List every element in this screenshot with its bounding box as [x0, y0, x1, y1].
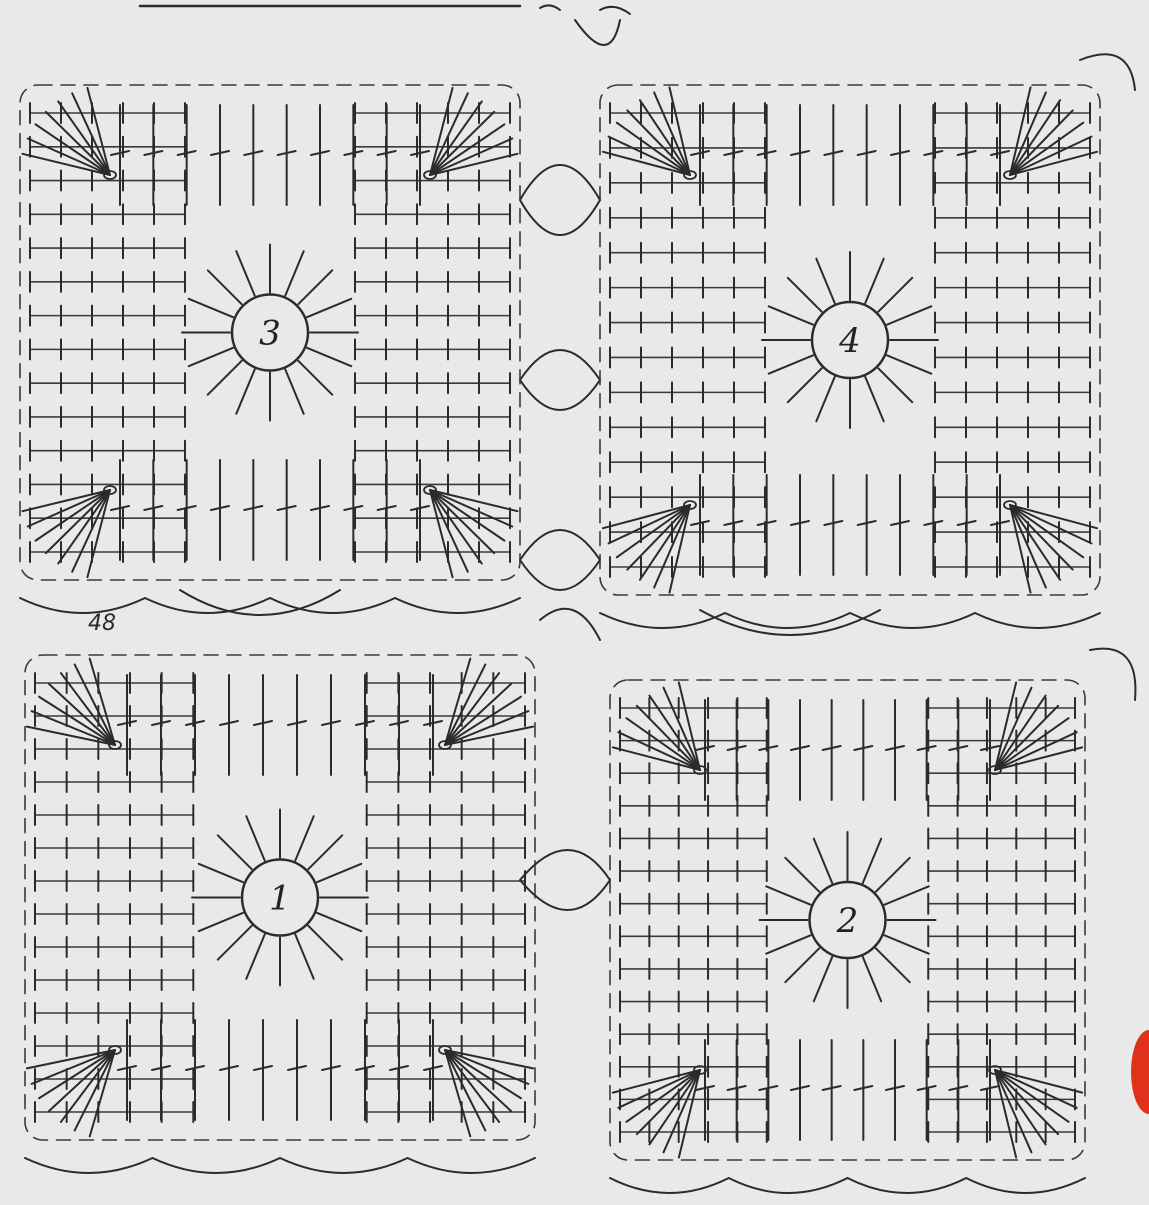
annotation-number: 48: [88, 611, 116, 636]
round-1-stitch: [887, 355, 931, 373]
round-1-stitch: [884, 886, 928, 904]
join-chain-loop: [575, 20, 620, 45]
corner-fan-stitch: [637, 1070, 700, 1134]
corner-fan-stitch: [430, 490, 494, 553]
round-1-stitch: [218, 926, 252, 960]
round-1-stitch: [189, 299, 233, 317]
round-1-stitch: [208, 361, 242, 395]
motif-number: 4: [838, 321, 861, 361]
round-1-stitch: [307, 299, 351, 317]
round-1-stitch: [295, 816, 313, 860]
scallop-edge: [25, 1158, 535, 1173]
join-chain-loop: [520, 530, 600, 590]
join-chain-loop: [540, 609, 600, 640]
join-chain-loop: [1080, 54, 1135, 90]
round-1-stitch: [876, 948, 910, 982]
round-1-stitch: [887, 306, 931, 324]
round-1-stitch: [295, 934, 313, 978]
round-1-stitch: [308, 926, 342, 960]
round-1-stitch: [285, 369, 303, 413]
round-1-stitch: [769, 355, 813, 373]
corner-fan-stitch: [627, 110, 690, 175]
corner-fan-stitch: [1010, 110, 1073, 175]
round-1-stitch: [816, 377, 834, 421]
scallop-edge: [610, 1178, 1085, 1193]
round-1-stitch: [208, 270, 242, 304]
corner-fan-stitch: [637, 706, 700, 770]
round-1-stitch: [199, 913, 243, 931]
round-1-stitch: [307, 348, 351, 366]
corner-fan-stitch: [46, 112, 110, 175]
round-1-stitch: [298, 361, 332, 395]
round-1-stitch: [863, 839, 881, 883]
round-1-stitch: [236, 251, 254, 295]
round-1-stitch: [785, 858, 819, 892]
corner-fan-stitch: [627, 505, 690, 570]
motif-3: 3: [20, 85, 520, 613]
motif-number: 1: [269, 879, 291, 919]
round-1-stitch: [865, 377, 883, 421]
round-1-stitch: [816, 259, 834, 303]
round-1-stitch: [766, 886, 810, 904]
round-1-stitch: [814, 957, 832, 1001]
motif-2: 2: [610, 680, 1085, 1193]
round-1-stitch: [785, 948, 819, 982]
corner-fan-stitch: [430, 112, 494, 175]
join-chain-loop: [520, 165, 600, 235]
corner-fan-stitch: [995, 1070, 1058, 1134]
motif-4: 4: [600, 85, 1100, 628]
corner-fan-stitch: [1010, 505, 1073, 570]
round-1-stitch: [884, 935, 928, 953]
round-1-stitch: [878, 368, 912, 402]
round-1-stitch: [317, 913, 361, 931]
round-1-stitch: [865, 259, 883, 303]
round-1-stitch: [788, 278, 822, 312]
round-1-stitch: [218, 835, 252, 869]
round-1-stitch: [876, 858, 910, 892]
round-1-stitch: [814, 839, 832, 883]
round-1-stitch: [317, 864, 361, 882]
motif-number: 2: [836, 901, 859, 941]
round-1-stitch: [769, 306, 813, 324]
round-1-stitch: [308, 835, 342, 869]
round-1-stitch: [863, 957, 881, 1001]
red-yarn-sample: [1131, 1030, 1149, 1114]
joining-chains: [180, 20, 1135, 910]
scallop-edge: [600, 613, 1100, 628]
round-1-stitch: [246, 816, 264, 860]
round-1-stitch: [246, 934, 264, 978]
motif-1: 1: [25, 655, 535, 1173]
join-chain-loop: [1090, 649, 1135, 700]
join-chain-loop: [520, 850, 610, 910]
round-1-stitch: [189, 348, 233, 366]
round-1-stitch: [298, 270, 332, 304]
corner-fan-stitch: [995, 706, 1058, 770]
motif-number: 3: [259, 314, 281, 354]
round-1-stitch: [285, 251, 303, 295]
header-scribble: [540, 5, 630, 14]
round-1-stitch: [788, 368, 822, 402]
round-1-stitch: [199, 864, 243, 882]
join-chain-loop: [520, 350, 600, 410]
round-1-stitch: [236, 369, 254, 413]
round-1-stitch: [878, 278, 912, 312]
round-1-stitch: [766, 935, 810, 953]
corner-fan-stitch: [46, 490, 110, 553]
